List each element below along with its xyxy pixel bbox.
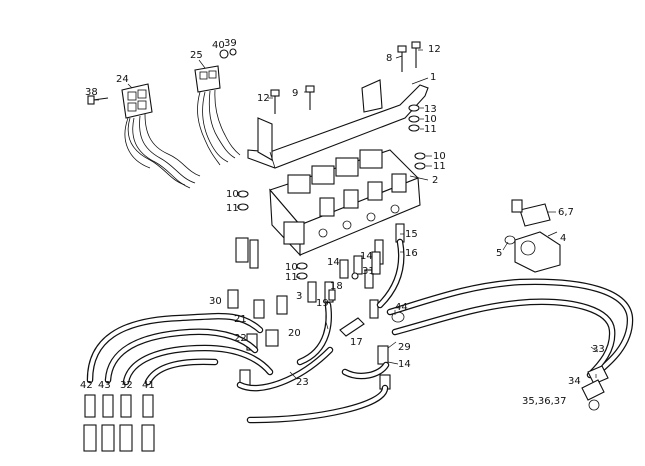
callout: 41: [142, 380, 155, 391]
connector-24: [121, 83, 201, 189]
callout: 30: [209, 296, 222, 307]
callout: 22: [234, 333, 247, 344]
callout: 31: [362, 266, 375, 277]
callout: 39: [224, 38, 237, 49]
callout: 44: [395, 302, 408, 313]
callout: 10: [433, 151, 446, 162]
callout: 29: [398, 342, 411, 353]
callout: 34: [568, 376, 581, 387]
callout: 3: [296, 291, 302, 302]
valve-block: [269, 149, 421, 257]
callout: 35,36,37: [522, 396, 567, 407]
callout: 16: [405, 248, 418, 259]
fasteners: [87, 41, 426, 280]
solenoid-4: [504, 199, 561, 273]
callout: 5: [496, 248, 502, 259]
callout: 10: [226, 189, 239, 200]
hose-ends: [83, 237, 381, 452]
callout: 20: [288, 328, 301, 339]
connector-25: [194, 65, 241, 166]
callout: 4: [560, 233, 566, 244]
callout: 12: [257, 93, 270, 104]
callout: 2: [432, 175, 438, 186]
leader-lines: [94, 49, 599, 379]
quick-coupling: [581, 365, 609, 411]
callout: 40: [212, 40, 225, 51]
callout: 12: [428, 44, 441, 55]
callout: 10: [285, 262, 298, 273]
callout: 24: [116, 74, 129, 85]
callout: 21: [234, 314, 247, 325]
mounting-bracket: [247, 79, 429, 169]
callout: 8: [386, 53, 392, 64]
callout-labels: 1 2 3 4 5 6,7 8 9 10 10 10 10 11 11 11 1…: [80, 38, 605, 407]
callout: 23: [296, 377, 309, 388]
callout: 19: [316, 298, 329, 309]
callout: 13: [424, 104, 437, 115]
callout: 17: [350, 337, 363, 348]
callout: 43: [98, 380, 111, 391]
callout: 6,7: [558, 207, 574, 218]
callout: 11: [433, 161, 446, 172]
callout: 38: [85, 87, 98, 98]
callout: 25: [190, 50, 203, 61]
callout: 10: [424, 114, 437, 125]
callout: 32: [120, 380, 133, 391]
callout: 14: [398, 359, 411, 370]
callout: 42: [80, 380, 93, 391]
callout: 11: [226, 203, 239, 214]
hoses: [86, 238, 634, 424]
callout: 14: [360, 251, 373, 262]
callout: 18: [330, 281, 343, 292]
callout: 11: [285, 272, 298, 283]
callout: 1: [430, 72, 436, 83]
callout: 9: [292, 88, 298, 99]
callout: 14: [327, 257, 340, 268]
callout: 33: [592, 344, 605, 355]
callout: 11: [424, 124, 437, 135]
callout: 15: [405, 229, 418, 240]
